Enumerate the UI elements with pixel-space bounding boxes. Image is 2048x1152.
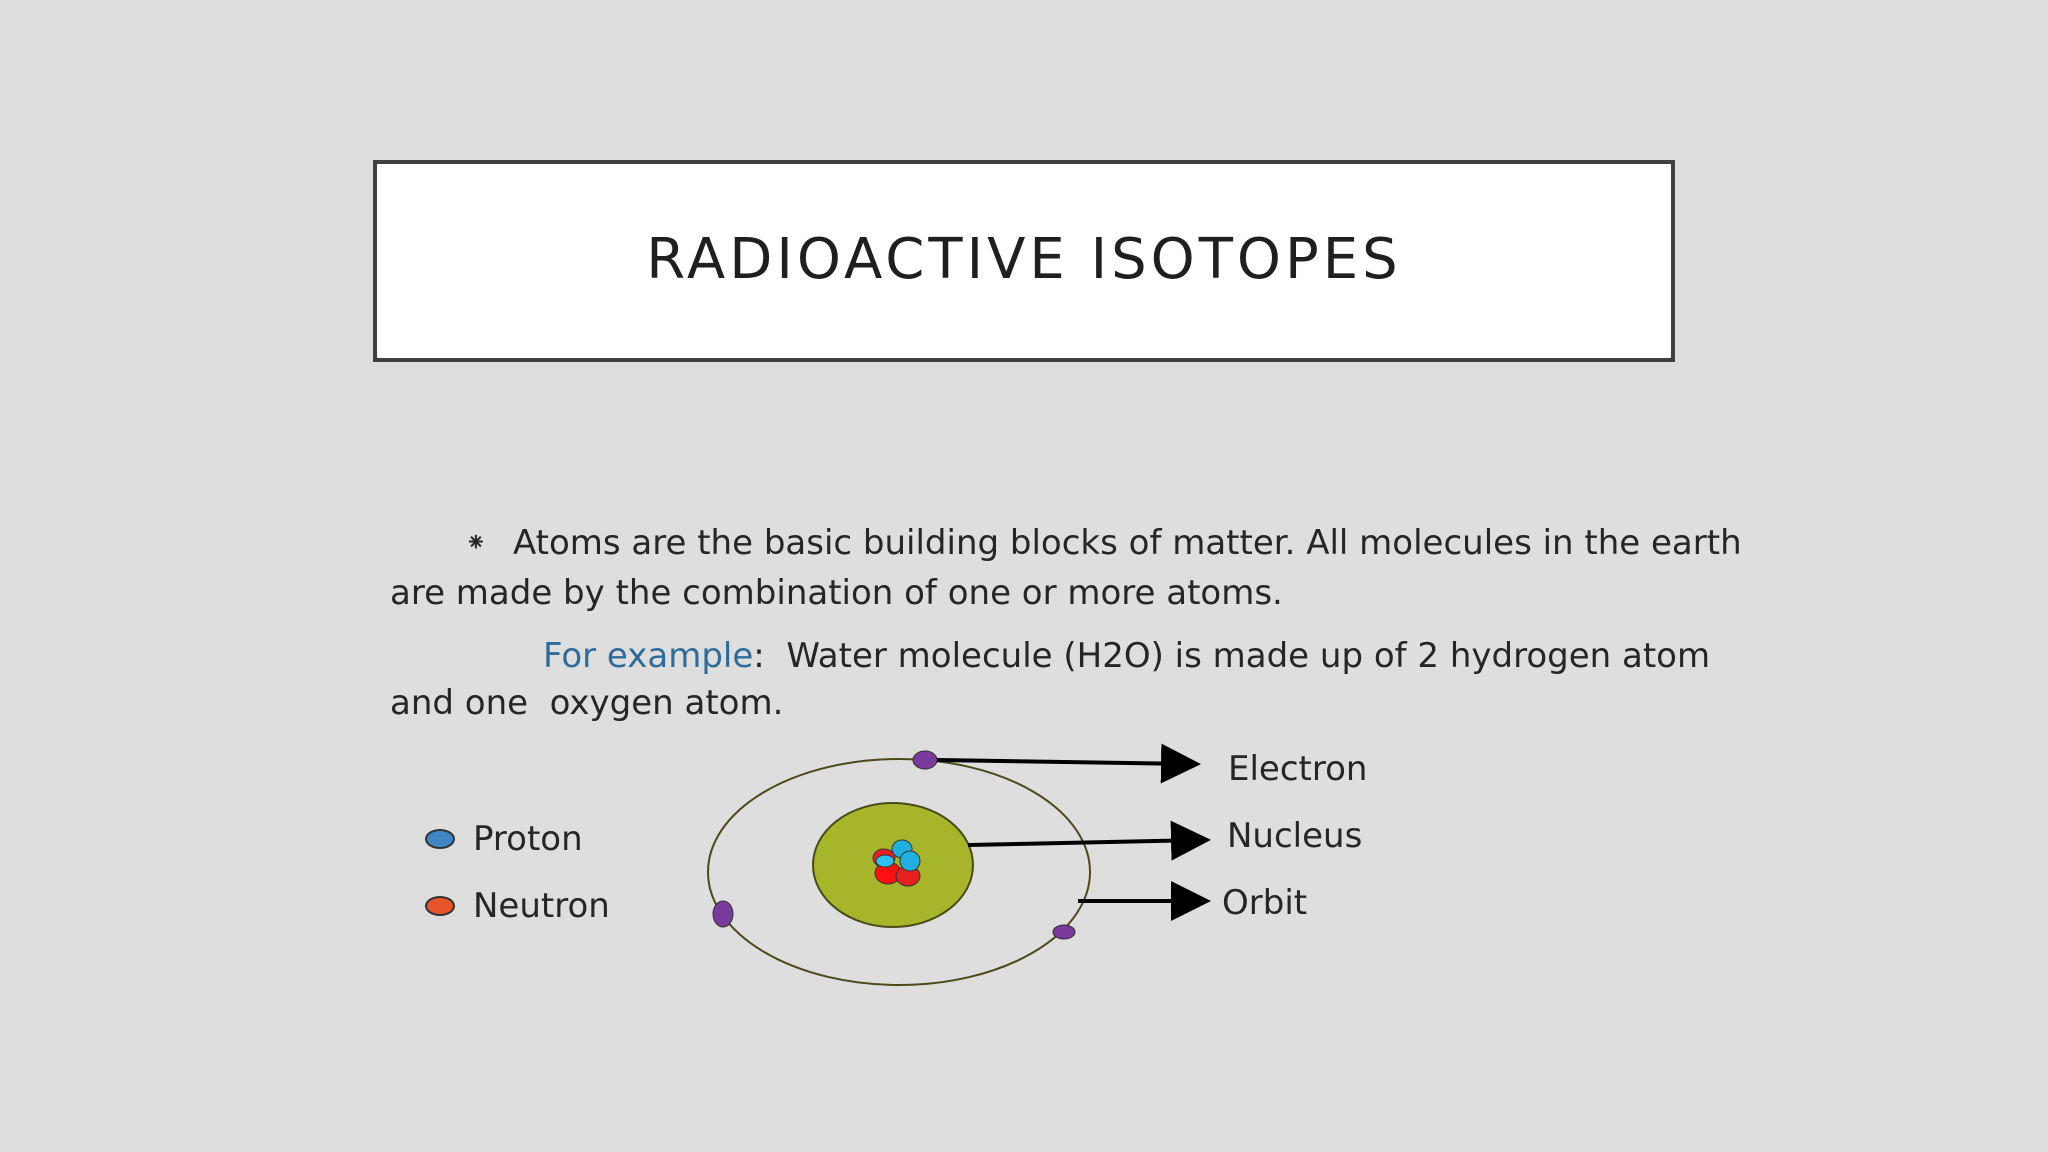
electron-arrow — [936, 743, 1201, 784]
electron-particle — [912, 750, 938, 770]
paragraph-example: For example: Water molecule (H2O) is mad… — [390, 633, 1710, 727]
example-line1: Water molecule (H2O) is made up of 2 hyd… — [764, 636, 1711, 676]
legend-proton-label: Proton — [473, 819, 583, 859]
proton-particle — [875, 854, 895, 868]
legend-neutron: Neutron — [425, 886, 610, 926]
legend-proton: Proton — [425, 819, 583, 859]
nucleus-arrow — [967, 820, 1211, 861]
electron-particle — [712, 900, 734, 928]
neutron-swatch-icon — [425, 896, 455, 916]
proton-particle — [899, 850, 921, 872]
example-label: For example — [543, 636, 754, 676]
nucleus-particles — [872, 839, 921, 887]
paragraph-atoms: ⁕ Atoms are the basic building blocks of … — [390, 520, 1742, 617]
title-box: RADIOACTIVE ISOTOPES — [373, 160, 1675, 362]
para1-line1: Atoms are the basic building blocks of m… — [513, 523, 1742, 563]
nucleus-label: Nucleus — [1227, 816, 1363, 856]
legend-neutron-label: Neutron — [473, 886, 610, 926]
example-colon: : — [753, 636, 765, 676]
bullet-icon: ⁕ — [465, 528, 487, 558]
orbit-label: Orbit — [1222, 883, 1308, 923]
slide-title: RADIOACTIVE ISOTOPES — [646, 226, 1402, 292]
para1-line2: are made by the combination of one or mo… — [390, 573, 1283, 613]
proton-swatch-icon — [425, 829, 455, 849]
electron-particle — [1052, 924, 1076, 940]
example-line2: and one oxygen atom. — [390, 683, 784, 723]
electron-label: Electron — [1228, 749, 1368, 789]
orbit-ring — [707, 758, 1091, 986]
